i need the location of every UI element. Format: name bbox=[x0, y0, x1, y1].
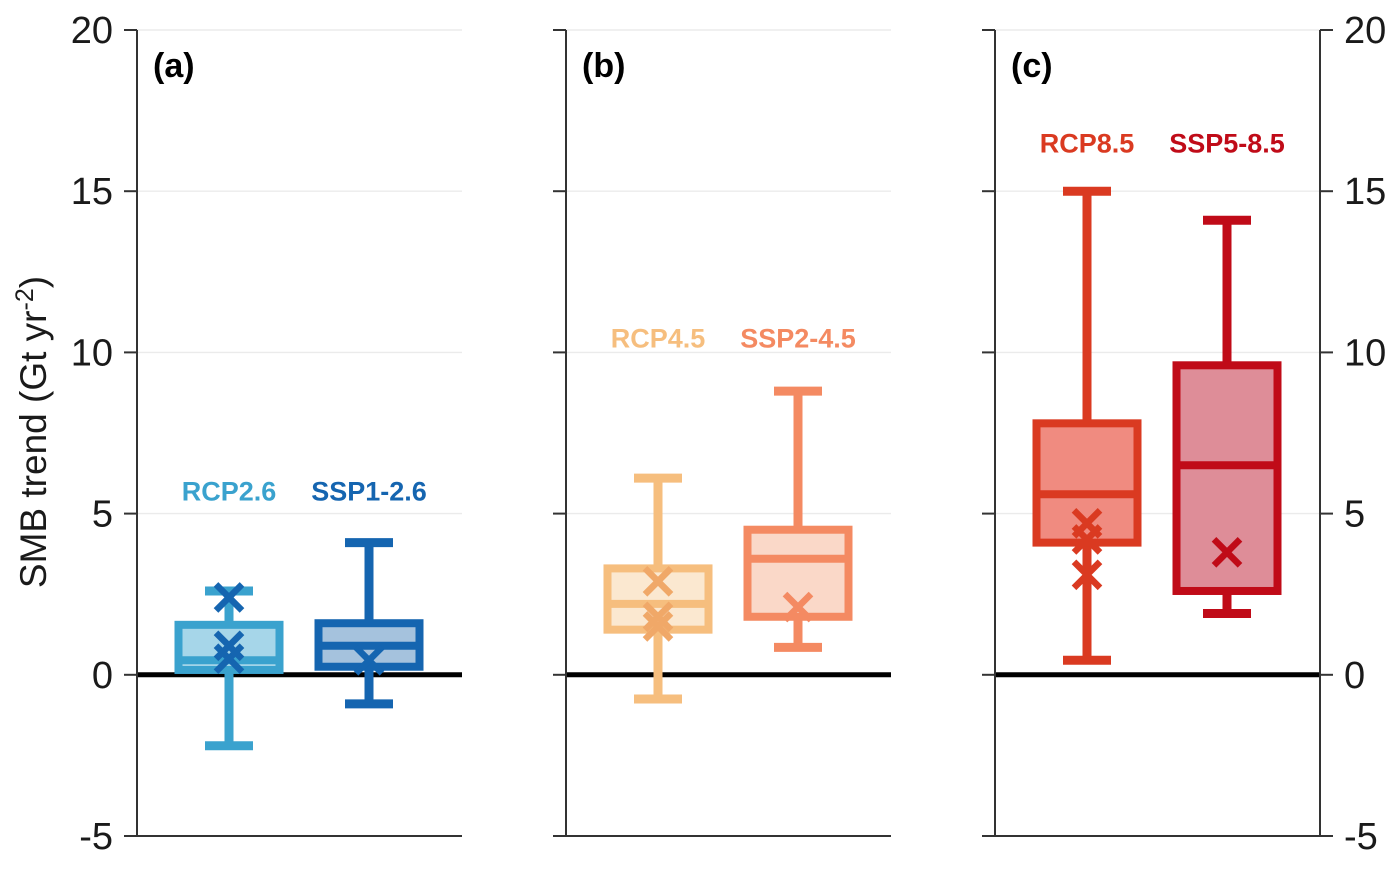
y-tick-label-left--5: -5 bbox=[79, 816, 113, 858]
mean-marker-ssp585-0 bbox=[1211, 536, 1243, 568]
mean-marker-stroke bbox=[642, 566, 674, 597]
y-tick-label-right-5: 5 bbox=[1344, 494, 1365, 536]
box-ssp585 bbox=[1172, 361, 1282, 595]
scenario-label-ssp585: SSP5-8.5 bbox=[1169, 129, 1285, 159]
mean-marker-rcp85-1 bbox=[1071, 524, 1103, 555]
mean-marker-rcp45-1 bbox=[642, 601, 674, 633]
y-tick-label-left-15: 15 bbox=[71, 171, 113, 213]
y-tick-label-left-10: 10 bbox=[71, 332, 113, 374]
panel-b: (b) RCP4.5 SSP2-4.5 bbox=[553, 29, 891, 837]
mean-marker-stroke bbox=[782, 591, 814, 623]
mean-marker-rcp26-2 bbox=[213, 643, 245, 674]
y-tick-label-left-5: 5 bbox=[92, 494, 113, 536]
mean-marker-ssp126-0 bbox=[353, 644, 385, 676]
mean-marker-stroke bbox=[1211, 536, 1243, 568]
mean-marker-rcp85-2 bbox=[1071, 559, 1103, 591]
y-tick-label-left-20: 20 bbox=[71, 10, 113, 52]
mean-marker-stroke bbox=[642, 601, 674, 633]
y-axis-label-close: ) bbox=[13, 275, 55, 289]
y-axis-label-superscript: -2 bbox=[10, 288, 39, 311]
scenario-label-ssp126: SSP1-2.6 bbox=[311, 477, 427, 507]
mean-marker-rcp45-0 bbox=[642, 566, 674, 597]
y-tick-label-right--5: -5 bbox=[1344, 816, 1378, 858]
mean-marker-rcp26-0 bbox=[213, 582, 245, 613]
mean-marker-stroke bbox=[213, 643, 245, 674]
scenario-label-rcp85: RCP8.5 bbox=[1040, 129, 1135, 159]
mean-marker-ssp245-0 bbox=[782, 591, 814, 623]
mean-marker-stroke bbox=[353, 644, 385, 676]
y-tick-label-right-15: 15 bbox=[1344, 171, 1386, 213]
y-axis-label-text: SMB trend (Gt yr bbox=[13, 310, 55, 589]
mean-marker-rcp45-2 bbox=[642, 611, 674, 642]
panel-c: (c) RCP8.5 SSP5-8.5 bbox=[982, 29, 1333, 837]
box-ssp245 bbox=[743, 525, 853, 621]
y-tick-label-right-10: 10 bbox=[1344, 332, 1386, 374]
mean-marker-stroke bbox=[213, 582, 245, 613]
panel-letter: (c) bbox=[1011, 47, 1053, 85]
scenario-label-rcp26: RCP2.6 bbox=[182, 477, 277, 507]
scenario-label-rcp45: RCP4.5 bbox=[611, 324, 706, 354]
panel-a: (a) RCP2.6 SSP1-2.6 bbox=[124, 29, 462, 837]
mean-marker-stroke bbox=[642, 611, 674, 642]
scenario-label-ssp245: SSP2-4.5 bbox=[740, 324, 856, 354]
y-tick-label-left-0: 0 bbox=[92, 655, 113, 697]
y-axis-label: SMB trend (Gt yr-2) bbox=[11, 276, 55, 588]
mean-marker-stroke bbox=[1071, 559, 1103, 591]
y-tick-label-right-20: 20 bbox=[1344, 10, 1386, 52]
mean-marker-stroke bbox=[1071, 524, 1103, 555]
panel-letter: (a) bbox=[153, 47, 195, 85]
panel-letter: (b) bbox=[582, 47, 625, 85]
y-tick-label-right-0: 0 bbox=[1344, 655, 1365, 697]
